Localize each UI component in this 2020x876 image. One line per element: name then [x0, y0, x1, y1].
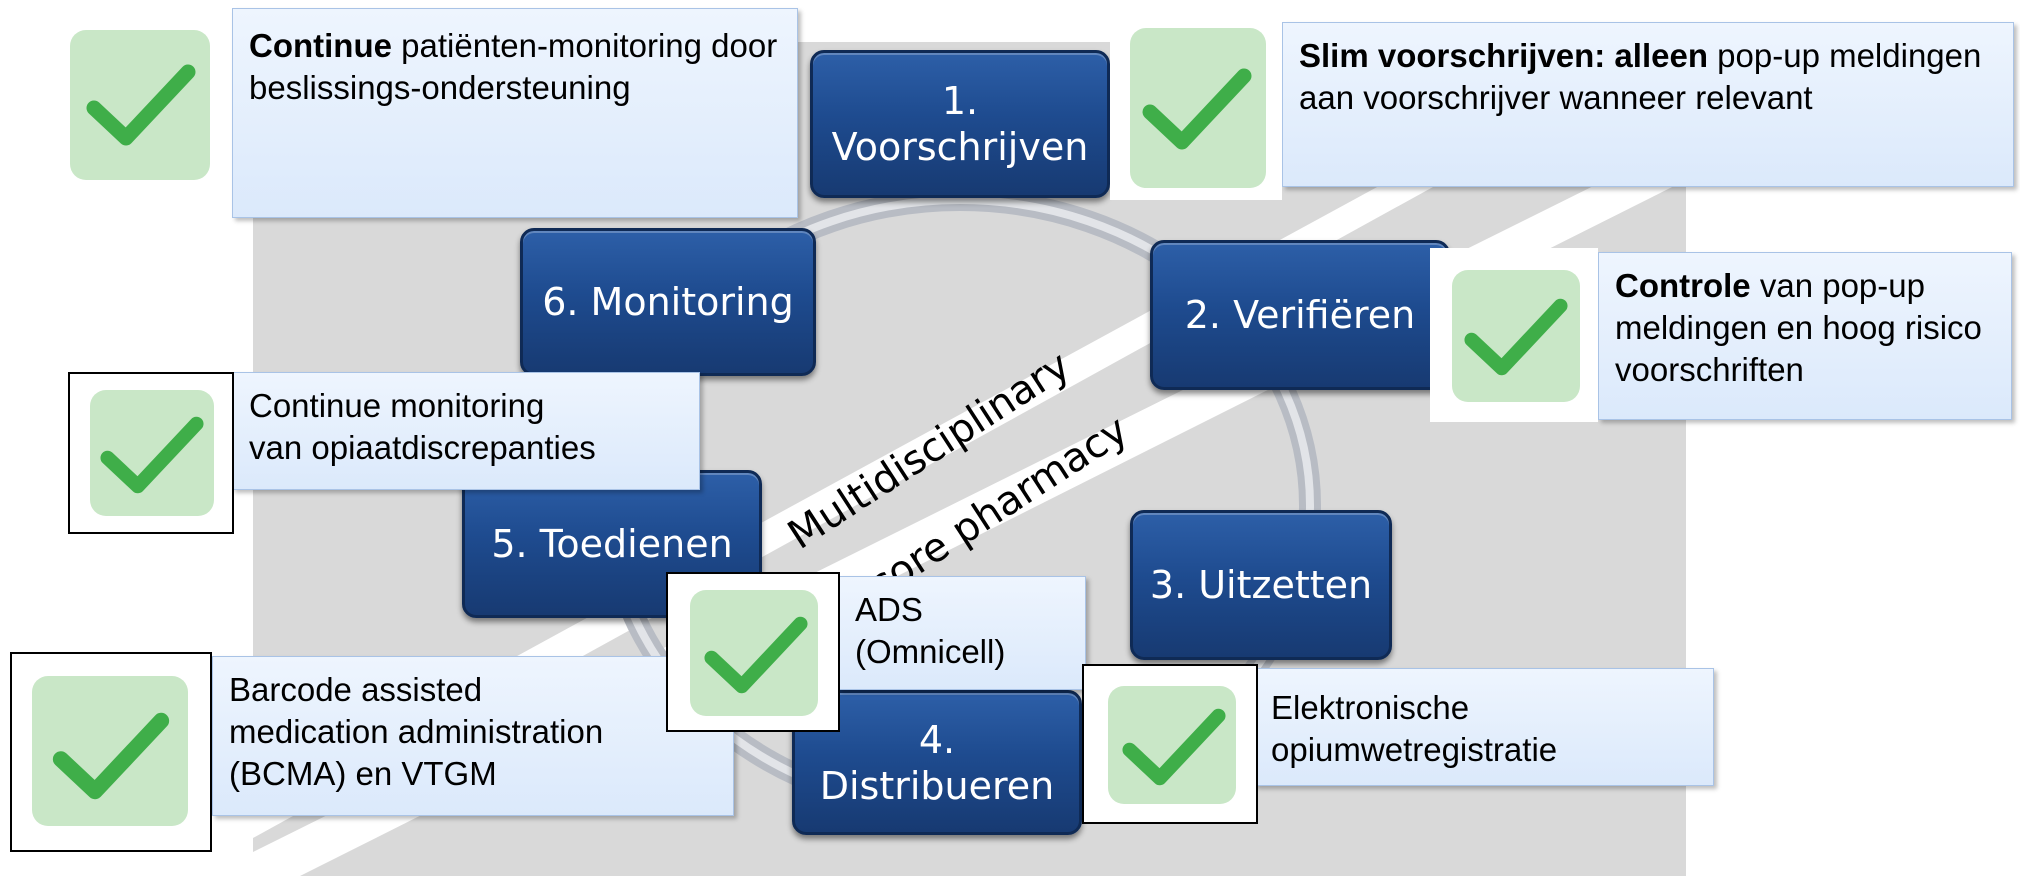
callout-smart-prescribing-text: pop-up meldingen aan voorschrijver wanne…: [1299, 37, 1982, 116]
check-ads: [666, 572, 840, 732]
callout-opiate-monitoring-line2: van opiaatdiscrepanties: [249, 429, 596, 466]
step-verifieren: 2. Verifiëren: [1150, 240, 1450, 390]
callout-opium-registration-line1: Elektronische: [1271, 689, 1470, 726]
callout-ads: ADS (Omnicell): [838, 576, 1086, 690]
callout-ads-line2: (Omnicell): [855, 633, 1006, 670]
callout-opiate-monitoring: Continue monitoring van opiaatdiscrepant…: [232, 372, 700, 490]
check-icon: [1142, 68, 1252, 150]
step-monitoring-label: 6. Monitoring: [542, 280, 794, 324]
step-distribueren-number: 4.: [918, 717, 956, 762]
check-decision-support: [56, 20, 226, 190]
callout-bcma-line1: Barcode assisted: [229, 671, 483, 708]
step-voorschrijven-number: 1.: [941, 79, 979, 123]
callout-review-emphasis: Controle: [1615, 267, 1751, 304]
callout-decision-support-text: patiënten-monitoring door beslissings-on…: [249, 27, 778, 106]
step-voorschrijven-label: Voorschrijven: [831, 125, 1089, 169]
callout-opiate-monitoring-line1: Continue monitoring: [249, 387, 545, 424]
check-review: [1430, 248, 1598, 422]
step-verifieren-label: 2. Verifiëren: [1184, 293, 1416, 337]
callout-smart-prescribing: Slim voorschrijven: alleen pop-up meldin…: [1282, 22, 2014, 187]
check-opiate-monitoring: [68, 372, 234, 534]
step-toedienen-label: 5. Toedienen: [491, 522, 733, 566]
callout-bcma-line2: medication administration: [229, 713, 604, 750]
callout-decision-support-emphasis: Continue: [249, 27, 392, 64]
callout-opium-registration-line2: opiumwetregistratie: [1271, 731, 1558, 768]
callout-bcma-line3: (BCMA) en VTGM: [229, 755, 497, 792]
step-distribueren-label: Distribueren: [819, 763, 1055, 808]
check-icon: [100, 416, 204, 494]
callout-opium-registration: Elektronische opiumwetregistratie: [1254, 668, 1714, 786]
check-icon: [704, 616, 808, 694]
callout-decision-support: Continue patiënten-monitoring door besli…: [232, 8, 798, 218]
callout-ads-line1: ADS: [855, 591, 923, 628]
step-voorschrijven: 1. Voorschrijven: [810, 50, 1110, 198]
check-opium-registration: [1082, 664, 1258, 824]
check-icon: [86, 64, 196, 146]
check-icon: [1464, 298, 1568, 376]
check-smart-prescribing: [1110, 14, 1282, 200]
step-uitzetten-label: 3. Uitzetten: [1149, 563, 1373, 607]
callout-bcma: Barcode assisted medication administrati…: [212, 656, 734, 816]
step-distribueren: 4. Distribueren: [792, 690, 1082, 835]
callout-smart-prescribing-emphasis: Slim voorschrijven: alleen: [1299, 37, 1708, 74]
check-icon: [1122, 708, 1226, 786]
step-uitzetten: 3. Uitzetten: [1130, 510, 1392, 660]
check-bcma: [10, 652, 212, 852]
callout-review: Controle van pop-up meldingen en hoog ri…: [1598, 252, 2012, 420]
callout-review-text: van pop-up meldingen en hoog risico voor…: [1615, 267, 1982, 388]
check-icon: [52, 712, 170, 800]
step-monitoring: 6. Monitoring: [520, 228, 816, 376]
